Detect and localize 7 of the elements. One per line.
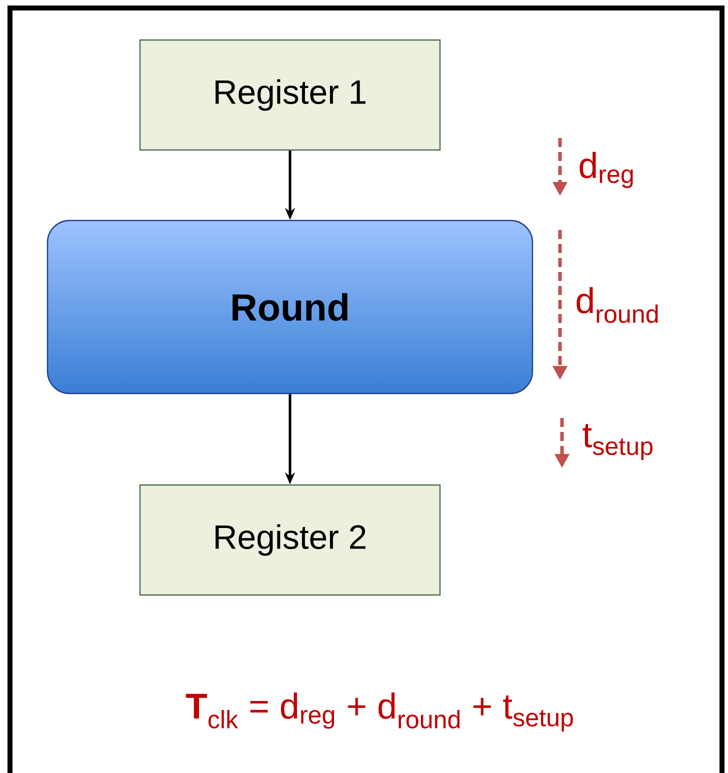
round-box: Round (46, 220, 534, 394)
formula: T$_{clk}$ = d$_{reg}$ + d$_{round}$ + t$_{setup}$ (186, 692, 573, 732)
delay-label: d$_{round}$ (576, 287, 658, 323)
register-box: Register 2 (139, 484, 441, 596)
register-box: Register 1 (139, 39, 441, 151)
delay-label: d$_{reg}$ (580, 152, 633, 188)
delay-label: t$_{setup}$ (582, 424, 653, 460)
